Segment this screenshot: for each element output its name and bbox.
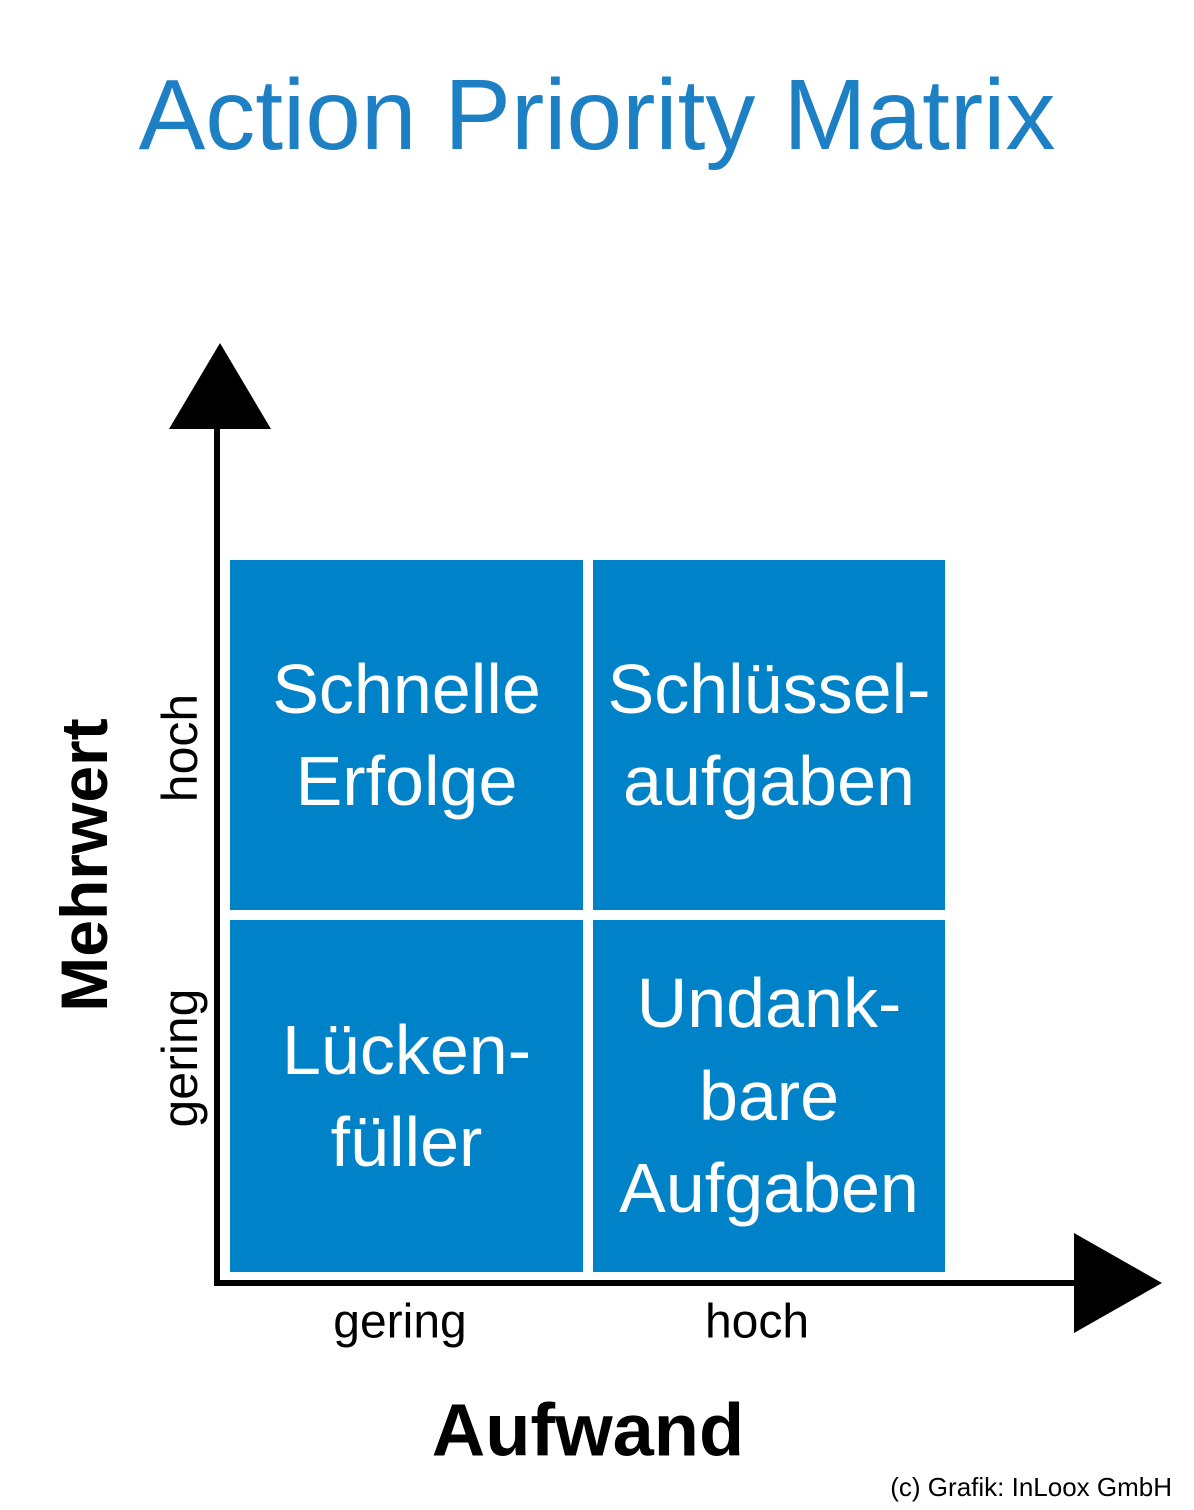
quadrant-top-right: Schlüssel- aufgaben <box>593 560 945 910</box>
quadrant-label: Lücken- füller <box>281 1010 532 1181</box>
quadrant-bottom-left: Lücken- füller <box>230 920 583 1272</box>
quadrant-top-left: Schnelle Erfolge <box>230 560 583 910</box>
y-axis-line <box>214 420 220 1286</box>
y-axis-label: Mehrwert <box>47 718 121 1012</box>
x-axis-label: Aufwand <box>431 1388 745 1472</box>
arrow-right-icon <box>1074 1233 1162 1333</box>
y-axis-tick-gering: gering <box>152 988 208 1128</box>
quadrant-label: Schnelle Erfolge <box>272 649 541 820</box>
matrix-grid: Schnelle Erfolge Schlüssel- aufgaben Lüc… <box>230 560 945 1272</box>
quadrant-label: Undank- bare Aufgaben <box>619 964 919 1228</box>
quadrant-label: Schlüssel- aufgaben <box>607 649 931 820</box>
copyright-credit: (c) Grafik: InLoox GmbH <box>890 1472 1172 1502</box>
y-axis-tick-hoch: hoch <box>152 693 208 803</box>
x-axis-line <box>214 1280 1076 1286</box>
x-axis-tick-hoch: hoch <box>704 1295 810 1349</box>
diagram-title: Action Priority Matrix <box>138 59 1056 171</box>
x-axis-tick-gering: gering <box>333 1295 467 1349</box>
quadrant-bottom-right: Undank- bare Aufgaben <box>593 920 945 1272</box>
arrow-up-icon <box>169 343 271 429</box>
